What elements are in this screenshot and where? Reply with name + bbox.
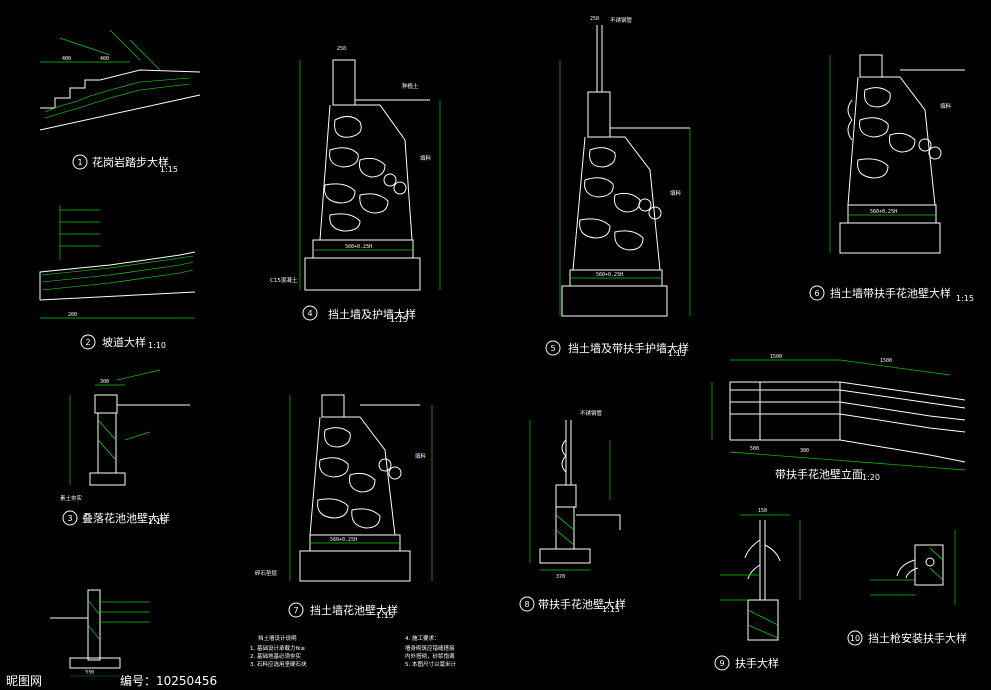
watermark-id-label: 编号：	[120, 674, 157, 688]
watermark-site: 昵图网	[6, 674, 43, 688]
detail-5-number: 5	[550, 344, 555, 353]
svg-text:250: 250	[337, 46, 346, 52]
svg-text:200: 200	[68, 312, 77, 318]
detail-3-planter-wall: 300 素土夯实 3 叠落花池池壁大样 1:15	[60, 369, 190, 526]
detail-5-label-railing: 不锈钢管	[610, 16, 633, 24]
detail-8-number: 8	[524, 600, 529, 609]
detail-small-section: 330	[50, 589, 150, 677]
notes-heading-right: 4. 施工要求：	[405, 634, 440, 642]
svg-text:400: 400	[100, 56, 109, 62]
svg-text:300: 300	[100, 379, 109, 385]
detail-1-granite-step: 400 400 1 花岗岩踏步大样 1:15	[39, 29, 201, 174]
notes-line-left-3: 3. 石料应选用坚硬石块	[250, 660, 307, 668]
detail-5-title: 挡土墙及带扶手护墙大样	[568, 341, 689, 355]
detail-4-number: 4	[307, 309, 312, 318]
detail-6-number: 6	[814, 289, 819, 298]
notes-line-left-1: 1. 基础设计承载力fk≥	[250, 644, 306, 652]
detail-7-scale: 1:15	[376, 611, 394, 620]
detail-5-wall-with-railing: 560+0.25H 250 不锈钢管 填料 5 挡土墙及带扶手护墙大样 1:15	[545, 16, 691, 358]
detail-3-number: 3	[67, 514, 72, 523]
detail-6-planter-railing: 560+0.25H 填料 6 挡土墙带扶手花池壁大样 1:15	[809, 54, 974, 303]
svg-text:560+0.25H: 560+0.25H	[330, 537, 357, 543]
svg-text:500: 500	[750, 446, 759, 452]
detail-4-label-plant: 种植土	[402, 82, 419, 90]
detail-2-number: 2	[85, 338, 90, 347]
detail-2-ramp: 200 2 坡道大样 1:10	[39, 205, 196, 350]
elevation-planter-railing: 1500 1500 500 300 带扶手花池壁立面 1:20	[711, 354, 966, 482]
svg-text:1500: 1500	[880, 358, 892, 364]
detail-4-label-backfill: 填料	[420, 154, 432, 162]
svg-text:1500: 1500	[770, 354, 782, 360]
detail-3-title: 叠落花池池壁大样	[82, 511, 170, 525]
detail-6-label-backfill: 填料	[940, 102, 952, 110]
watermark-id-value: 10250456	[156, 674, 218, 688]
detail-5-label-backfill: 填料	[670, 189, 682, 197]
detail-7-number: 7	[293, 606, 298, 615]
detail-7-label-gravel: 碎石垫层	[255, 569, 278, 577]
detail-6-scale: 1:15	[956, 294, 974, 303]
svg-text:150: 150	[758, 508, 767, 514]
detail-6-title: 挡土墙带扶手花池壁大样	[830, 286, 951, 300]
detail-9-railing: 150 9 扶手大样	[714, 508, 801, 671]
detail-7-label-backfill: 填料	[415, 452, 427, 460]
svg-text:300: 300	[800, 448, 809, 454]
design-notes: 挡土墙设计说明 1. 基础设计承载力fk≥ 2. 基础地基必须夯实 3. 石料应…	[250, 634, 456, 668]
svg-text:250: 250	[590, 16, 599, 22]
svg-text:560+0.25H: 560+0.25H	[870, 209, 897, 215]
detail-8-label-railing: 不锈钢管	[580, 409, 603, 417]
detail-1-number: 1	[77, 158, 82, 167]
detail-4-retaining-wall: 560+0.25H 250 填料 C15混凝土 种植土 4 挡土墙及护墙大样 1…	[270, 46, 441, 324]
svg-text:560+0.25H: 560+0.25H	[596, 272, 623, 278]
detail-4-scale: 1:15	[390, 315, 408, 324]
notes-line-right-1: 墙身砌筑应错缝搭接	[405, 644, 455, 652]
detail-3-label-soil: 素土夯实	[60, 494, 83, 502]
notes-line-right-2: 内外搭砌，砂浆饱满	[405, 652, 455, 660]
detail-10-railing-install: 10 挡土枪安装扶手大样	[847, 530, 967, 646]
elevation-scale: 1:20	[862, 473, 880, 482]
detail-1-scale: 1:15	[160, 165, 178, 174]
detail-4-title: 挡土墙及护墙大样	[328, 307, 416, 321]
svg-text:370: 370	[556, 574, 565, 580]
detail-9-number: 9	[719, 659, 724, 668]
detail-5-scale: 1:15	[668, 349, 686, 358]
detail-8-planter-railing: 370 不锈钢管 8 带扶手花池壁大样 1:15	[519, 409, 626, 614]
notes-line-left-2: 2. 基础地基必须夯实	[250, 652, 301, 660]
detail-7-wall-planter: 560+0.25H 填料 碎石垫层 7 挡土墙花池壁大样 1:15	[255, 394, 433, 620]
detail-2-title: 坡道大样	[102, 335, 146, 349]
elevation-title: 带扶手花池壁立面	[775, 467, 863, 481]
notes-heading-left: 挡土墙设计说明	[258, 634, 297, 642]
detail-2-scale: 1:10	[148, 341, 166, 350]
svg-text:560+0.25H: 560+0.25H	[345, 244, 372, 250]
svg-text:400: 400	[62, 56, 71, 62]
detail-10-number: 10	[850, 634, 860, 643]
notes-line-right-3: 5. 本图尺寸以毫米计	[405, 660, 456, 668]
watermark-id: 编号：10250456	[120, 673, 217, 690]
detail-10-title: 挡土枪安装扶手大样	[868, 631, 967, 645]
detail-7-title: 挡土墙花池壁大样	[310, 603, 398, 617]
detail-4-label-concrete: C15混凝土	[270, 276, 298, 284]
detail-8-title: 带扶手花池壁大样	[538, 597, 626, 611]
detail-9-title: 扶手大样	[735, 656, 779, 670]
watermark-bar: 昵图网 编号：10250456	[0, 673, 991, 690]
detail-8-scale: 1:15	[602, 605, 620, 614]
detail-3-scale: 1:15	[148, 517, 166, 526]
detail-1-title: 花岗岩踏步大样	[92, 155, 169, 169]
